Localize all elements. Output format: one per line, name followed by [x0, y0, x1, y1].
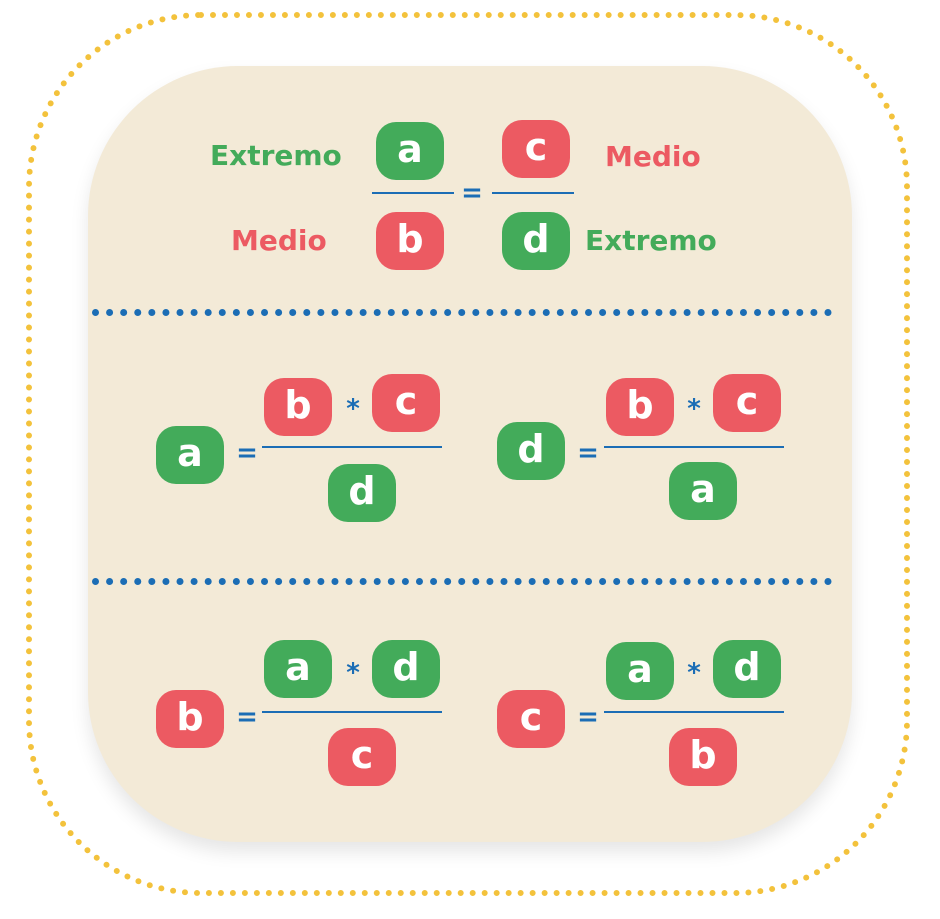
label-extremo-bottom: Extremo [585, 224, 717, 257]
formula-c-den-b: b [669, 728, 737, 786]
formula-a-bar [262, 446, 442, 448]
formula-c-bar [604, 711, 784, 713]
formula-a-num-b: b [264, 378, 332, 436]
equals-sign-top: = [461, 178, 483, 208]
dotted-divider-1 [92, 309, 832, 316]
formula-d-equals: = [577, 438, 599, 468]
dotted-divider-2 [92, 578, 832, 585]
formula-d-den-a: a [669, 462, 737, 520]
formula-b-den-c: c [328, 728, 396, 786]
fraction-bar-left [372, 192, 454, 194]
label-extremo-top: Extremo [210, 139, 342, 172]
formula-b-bar [262, 711, 442, 713]
formula-c-result: c [497, 690, 565, 748]
formula-d-num-c: c [713, 374, 781, 432]
label-medio-bottom: Medio [231, 224, 327, 257]
formula-a-equals: = [236, 438, 258, 468]
formula-b-equals: = [236, 702, 258, 732]
formula-c-num-a: a [606, 642, 674, 700]
tile-c: c [502, 120, 570, 178]
formula-c-times: * [687, 658, 701, 688]
formula-c-equals: = [577, 702, 599, 732]
tile-a: a [376, 122, 444, 180]
formula-d-bar [604, 446, 784, 448]
formula-b-times: * [346, 658, 360, 688]
formula-b-result: b [156, 690, 224, 748]
tile-d: d [502, 212, 570, 270]
formula-a-den-d: d [328, 464, 396, 522]
fraction-bar-right [492, 192, 574, 194]
formula-d-times: * [687, 394, 701, 424]
formula-d-num-b: b [606, 378, 674, 436]
formula-d-result: d [497, 422, 565, 480]
label-medio-top: Medio [605, 140, 701, 173]
formula-a-result: a [156, 426, 224, 484]
formula-c-num-d: d [713, 640, 781, 698]
outer-dotted-frame [26, 12, 910, 896]
formula-a-num-c: c [372, 374, 440, 432]
formula-a-times: * [346, 394, 360, 424]
formula-b-num-a: a [264, 640, 332, 698]
formula-b-num-d: d [372, 640, 440, 698]
tile-b: b [376, 212, 444, 270]
